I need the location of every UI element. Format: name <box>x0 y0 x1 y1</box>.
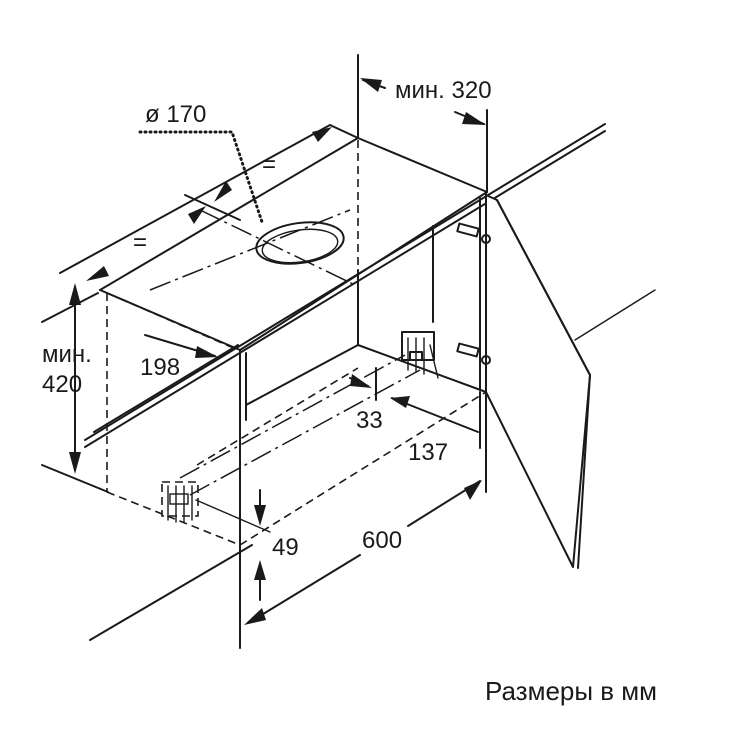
duct-outlet-hole <box>255 221 345 265</box>
label-198: 198 <box>140 354 180 381</box>
units-caption: Размеры в мм <box>485 676 657 706</box>
label-49: 49 <box>272 534 299 561</box>
label-equal-left: = <box>133 229 147 256</box>
label-min-420-line1: мин. <box>42 341 92 368</box>
label-min-420-line2: 420 <box>42 371 82 398</box>
dim-min-420 <box>41 283 109 493</box>
door-hinges <box>456 222 491 365</box>
dim-49 <box>195 489 271 601</box>
dim-600 <box>239 391 487 649</box>
dim-diameter-leader <box>138 130 264 224</box>
label-137: 137 <box>408 439 448 466</box>
mounting-bracket-right <box>401 331 439 379</box>
dim-min-320 <box>357 54 488 193</box>
label-equal-right: = <box>262 151 276 178</box>
dim-198 <box>144 334 218 358</box>
dim-33 <box>349 367 377 401</box>
cabinet-top-panel <box>99 137 488 351</box>
dim-137 <box>390 391 481 449</box>
cabinet-walls <box>239 191 487 546</box>
label-diameter: ø 170 <box>145 101 206 128</box>
label-min-320: мин. 320 <box>395 77 492 104</box>
cabinet-door <box>485 194 591 569</box>
hidden-outline-lines <box>106 140 487 546</box>
label-600: 600 <box>362 527 402 554</box>
dim-equal-spacing <box>59 124 359 281</box>
mounting-bracket-left <box>161 481 199 523</box>
label-33: 33 <box>356 407 383 434</box>
